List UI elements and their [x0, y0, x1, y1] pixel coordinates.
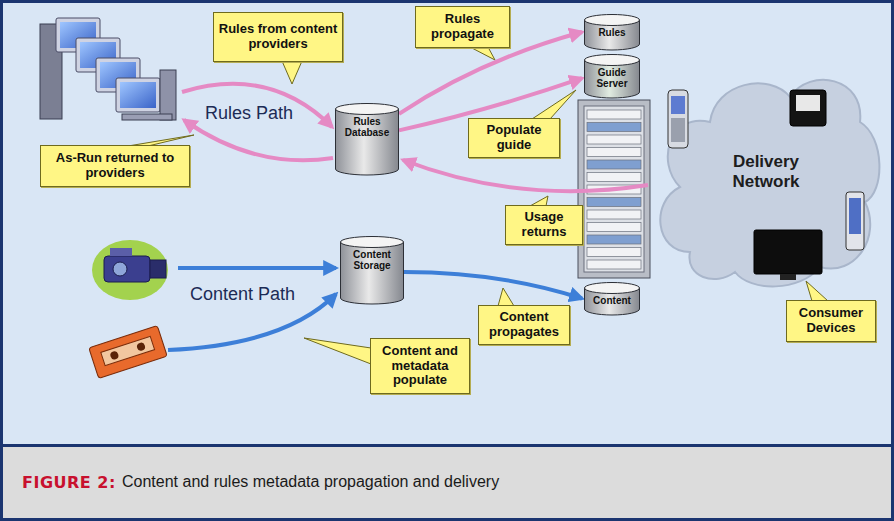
node-label: Delivery Network	[710, 152, 822, 191]
callout-box: Populate guide	[468, 118, 560, 158]
node-label: Content and metadata populate	[375, 344, 465, 389]
callout-box: Content propagates	[478, 305, 570, 345]
node-label: Rules from content providers	[218, 22, 338, 52]
database-cylinder: Rules	[584, 14, 640, 50]
node-label: Populate guide	[473, 123, 555, 153]
figure-number: FIGURE 2:	[22, 473, 116, 492]
storage-cylinder: Content	[584, 282, 640, 315]
node-label: Content propagates	[483, 310, 565, 340]
video-tape	[89, 326, 167, 379]
callout-box: Consumer Devices	[786, 300, 876, 342]
propagation-arrow	[404, 272, 582, 298]
figure-caption: Content and rules metadata propagation a…	[122, 473, 499, 491]
path-label: Content Path	[190, 284, 295, 305]
callout-box: Rules propagate	[415, 6, 510, 48]
network-cloud: Delivery Network	[650, 52, 882, 292]
node-label: Usage returns	[510, 210, 578, 240]
rules-arrow	[182, 84, 332, 127]
server-cylinder: Guide Server	[584, 54, 640, 98]
node-label: Rules propagate	[420, 12, 505, 42]
cylinder-shape	[335, 103, 399, 175]
callout-box: Rules from content providers	[213, 12, 343, 62]
as-run-arrow	[184, 120, 333, 160]
node-label: Consumer Devices	[791, 306, 871, 336]
node-label: Content	[587, 295, 637, 306]
callout-box: Content and metadata populate	[370, 338, 470, 394]
node-label: As-Run returned to providers	[45, 151, 185, 181]
camera-arrow	[178, 266, 336, 270]
database-cylinder: Rules Database	[335, 103, 399, 175]
callout-box: As-Run returned to providers	[40, 145, 190, 187]
video-camera	[92, 240, 168, 300]
node-label: Content Storage	[343, 249, 401, 271]
storage-cylinder: Content Storage	[340, 236, 404, 304]
path-label: Rules Path	[205, 103, 293, 124]
usage-arrow	[403, 160, 648, 191]
callout-box: Usage returns	[505, 205, 583, 245]
node-label: Guide Server	[587, 67, 637, 89]
provider-computers	[40, 18, 176, 120]
node-label: Rules Database	[338, 116, 396, 138]
node-label: Rules	[587, 27, 637, 38]
